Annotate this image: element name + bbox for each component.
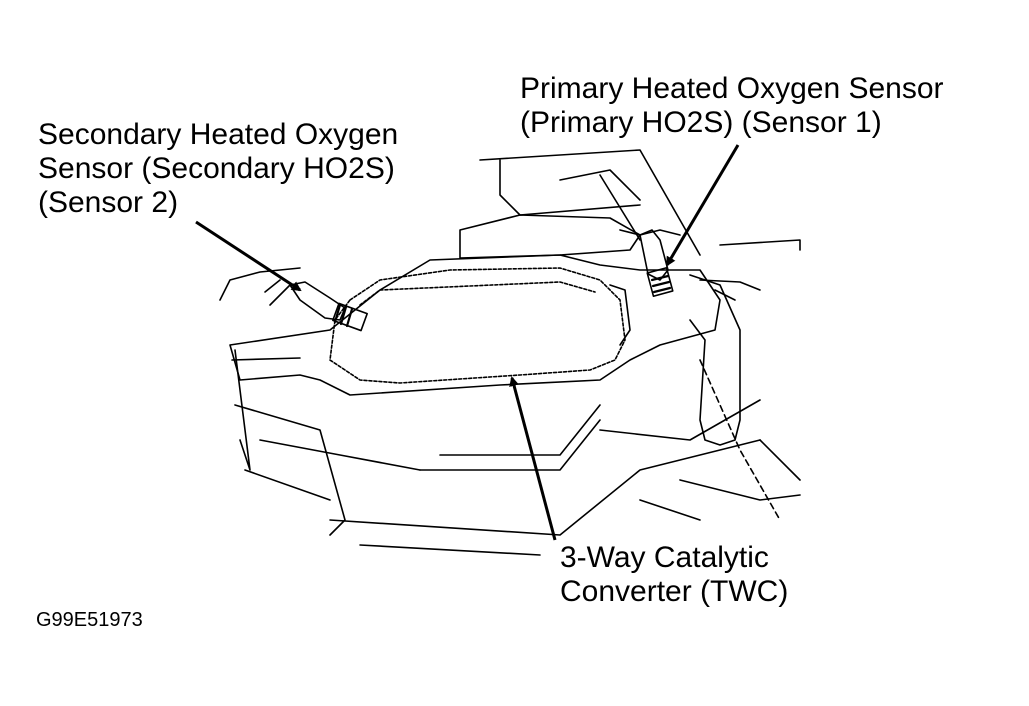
arrow-catalytic-converter [509,376,557,541]
arrow-secondary-sensor [195,220,302,292]
arrow-primary-sensor [665,144,740,267]
catalytic-converter-label-line2: Converter (TWC) [560,575,789,608]
primary-sensor-label-line1: Primary Heated Oxygen Sensor [520,72,944,105]
secondary-sensor-drawing [264,279,368,332]
secondary-sensor-label-line2: Sensor (Secondary HO2S) [38,152,395,185]
catalytic-converter-label-line1: 3-Way Catalytic [560,541,769,574]
primary-sensor-drawing [609,229,674,346]
exhaust-pipe [229,254,741,446]
figure-id: G99E51973 [36,609,143,631]
heat-shield [459,214,681,259]
primary-sensor-label: Primary Heated Oxygen Sensor (Primary HO… [520,72,944,140]
secondary-sensor-label-line1: Secondary Heated Oxygen [38,118,399,151]
secondary-sensor-label-line3: (Sensor 2) [38,186,179,219]
secondary-sensor-label: Secondary Heated Oxygen Sensor (Secondar… [38,118,398,220]
catalytic-converter-label: 3-Way Catalytic Converter (TWC) [560,541,788,609]
vehicle-frame-lines [219,149,801,556]
leader-arrows [195,144,740,541]
primary-sensor-label-line2: (Primary HO2S) (Sensor 1) [520,106,882,139]
catalytic-converter-body [329,267,626,384]
